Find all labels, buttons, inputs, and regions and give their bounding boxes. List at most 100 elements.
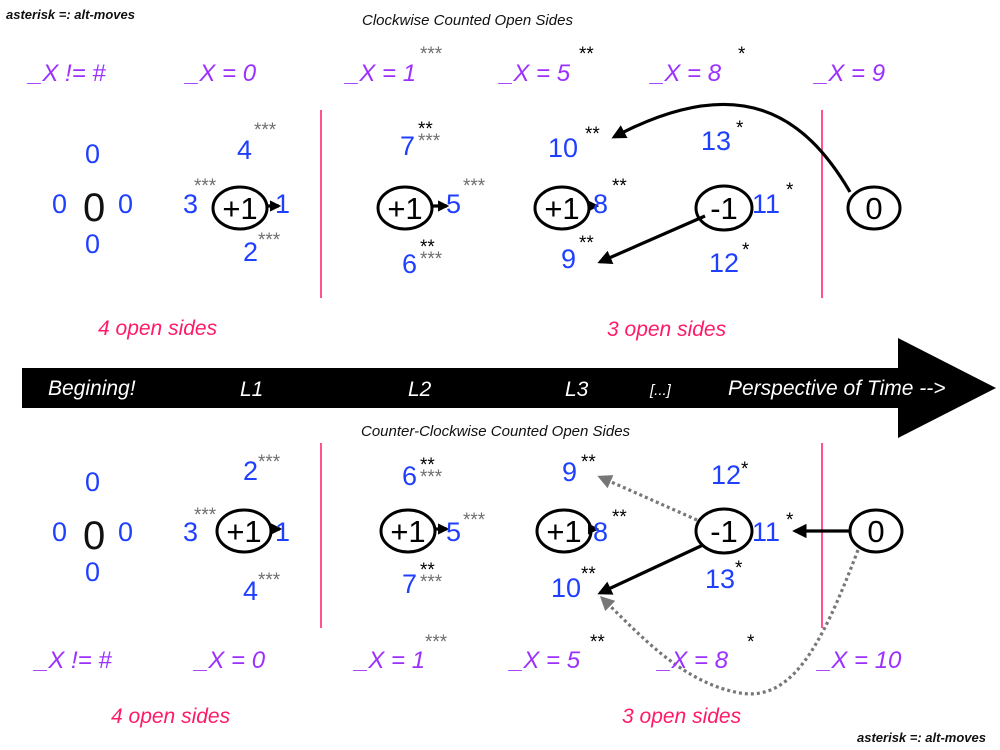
bottom-x-labels: _X != # _X = 0 _X = 1 _X = 5 _X = 8 _X =… bbox=[33, 632, 902, 674]
move-node bbox=[379, 508, 437, 554]
alt-move-stars: * bbox=[742, 240, 750, 261]
alt-move-stars: *** bbox=[463, 176, 486, 197]
move-node bbox=[376, 185, 434, 231]
alt-move-stars: ** bbox=[420, 560, 435, 581]
alt-move-stars: *** bbox=[258, 230, 281, 251]
move-arrow bbox=[611, 102, 852, 193]
node-label: +1 bbox=[390, 514, 425, 549]
alt-move-stars: *** bbox=[420, 249, 443, 270]
x-label: _X = 0 bbox=[193, 647, 266, 674]
open-side-number: 1 bbox=[275, 517, 290, 547]
alt-move-stars: ** bbox=[581, 564, 596, 585]
alt-move-stars: * bbox=[736, 118, 744, 139]
bottom-move-arrows bbox=[597, 475, 860, 696]
open-side-number: 12 bbox=[709, 248, 739, 278]
board-cell: 0 bbox=[52, 189, 67, 219]
move-node bbox=[846, 185, 902, 231]
time-arrow-shape bbox=[22, 338, 996, 438]
open-side-number: 4 bbox=[243, 576, 258, 606]
move-arrow bbox=[597, 214, 706, 264]
open-side-number: 12 bbox=[711, 460, 741, 490]
alt-move-stars: *** bbox=[258, 570, 281, 591]
open-side-number: 10 bbox=[548, 133, 578, 163]
x-label: _X = 5 bbox=[498, 60, 571, 87]
board-cell: 0 bbox=[118, 517, 133, 547]
top-starting-board: 0 0 0 0 0 bbox=[52, 139, 133, 259]
bottom-starting-board: 0 0 0 0 0 bbox=[52, 467, 133, 587]
x-label: _X = 0 bbox=[184, 60, 257, 87]
alt-move-stars: *** bbox=[420, 572, 443, 593]
open-side-number: 11 bbox=[752, 189, 780, 219]
x-label: _X = 5 bbox=[508, 647, 581, 674]
move-node bbox=[694, 507, 754, 555]
x-label: _X = 8 bbox=[656, 647, 729, 674]
open-side-number: 5 bbox=[446, 517, 461, 547]
alt-move-stars: ** bbox=[579, 44, 594, 65]
timeline-label: L3 bbox=[565, 378, 589, 401]
alt-move-stars: *** bbox=[420, 467, 443, 488]
open-side-number: 7 bbox=[400, 131, 415, 161]
x-label: _X != # bbox=[33, 647, 112, 674]
board-center: 0 bbox=[83, 514, 105, 558]
open-side-number: 8 bbox=[593, 189, 608, 219]
alt-move-stars: ** bbox=[612, 507, 627, 528]
open-side-number: 6 bbox=[402, 249, 417, 279]
counter-clockwise-title: Counter-Clockwise Counted Open Sides bbox=[361, 423, 631, 440]
alt-move-stars: ** bbox=[585, 124, 600, 145]
board-cell: 0 bbox=[85, 139, 100, 169]
top-x-labels: _X != # _X = 0 _X = 1 _X = 5 _X = 8 _X =… bbox=[27, 44, 885, 87]
open-sides-label: 3 open sides bbox=[607, 318, 727, 341]
open-side-number: 5 bbox=[446, 189, 461, 219]
alt-move-stars: ** bbox=[420, 237, 435, 258]
alt-move-stars: ** bbox=[581, 452, 596, 473]
timeline-label: L2 bbox=[408, 378, 432, 401]
alt-move-stars: * bbox=[735, 558, 743, 579]
open-side-number: 3 bbox=[183, 189, 198, 219]
x-label: _X = 10 bbox=[816, 647, 902, 674]
board-cell: 0 bbox=[52, 517, 67, 547]
open-side-number: 9 bbox=[562, 457, 577, 487]
move-node bbox=[215, 508, 273, 554]
x-label: _X = 1 bbox=[344, 60, 416, 87]
top-numbers: 4 3 1 2 7 5 6 10 8 9 13 11 12 bbox=[183, 126, 780, 279]
x-label: _X = 8 bbox=[649, 60, 722, 87]
x-label: _X != # bbox=[27, 60, 106, 87]
alt-move-arrow bbox=[599, 549, 860, 696]
move-arrow bbox=[597, 543, 704, 595]
alt-move-stars: *** bbox=[463, 510, 486, 531]
open-side-number: 4 bbox=[237, 135, 252, 165]
timeline-label: [...] bbox=[649, 382, 672, 399]
open-side-number: 2 bbox=[243, 237, 258, 267]
alt-move-stars: *** bbox=[425, 632, 448, 653]
bottom-numbers: 2 3 1 4 6 5 7 9 8 10 12 11 13 bbox=[183, 456, 780, 606]
open-side-number: 2 bbox=[243, 456, 258, 486]
open-side-number: 9 bbox=[561, 244, 576, 274]
open-side-number: 13 bbox=[705, 564, 735, 594]
alt-move-stars: *** bbox=[194, 176, 217, 197]
open-sides-label: 3 open sides bbox=[622, 705, 742, 728]
top-move-arrows bbox=[597, 102, 852, 264]
timeline-label: Perspective of Time --> bbox=[728, 377, 945, 400]
bottom-stars: *** *** *** ** *** *** ** *** ** ** ** *… bbox=[194, 452, 794, 593]
node-label: +1 bbox=[544, 191, 579, 226]
open-side-number: 6 bbox=[402, 461, 417, 491]
alt-move-stars: ** bbox=[579, 233, 594, 254]
clockwise-title: Clockwise Counted Open Sides bbox=[362, 12, 573, 29]
node-label: +1 bbox=[546, 514, 581, 549]
alt-move-stars: *** bbox=[194, 505, 217, 526]
asterisk-note-top: asterisk =: alt-moves bbox=[6, 7, 135, 22]
node-label: -1 bbox=[710, 514, 738, 549]
move-node bbox=[211, 185, 269, 231]
top-nodes: +1 +1 +1 -1 0 bbox=[211, 184, 902, 232]
alt-move-stars: *** bbox=[420, 44, 443, 65]
node-label: 0 bbox=[865, 191, 882, 226]
node-label: -1 bbox=[710, 191, 738, 226]
alt-move-stars: *** bbox=[418, 131, 441, 152]
alt-move-stars: *** bbox=[258, 452, 281, 473]
asterisk-note-bottom: asterisk =: alt-moves bbox=[857, 730, 986, 745]
alt-move-stars: * bbox=[786, 180, 794, 201]
alt-move-stars: *** bbox=[254, 120, 277, 141]
alt-move-stars: ** bbox=[590, 632, 605, 653]
board-center: 0 bbox=[83, 186, 105, 230]
open-side-number: 3 bbox=[183, 517, 198, 547]
